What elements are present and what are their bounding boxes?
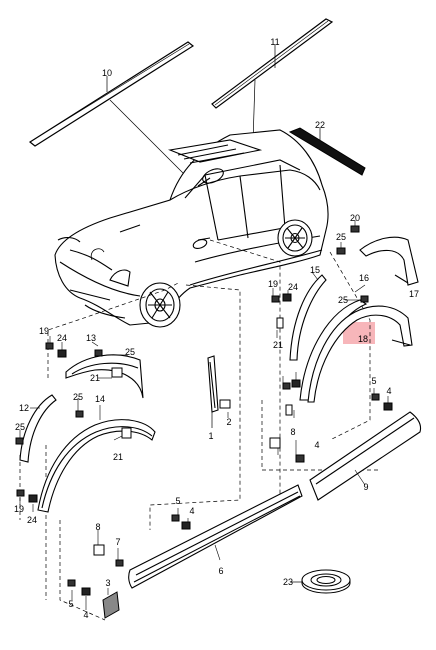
callout-8a: 8 — [290, 427, 296, 437]
roof-strip-11 — [211, 18, 334, 109]
assembly-boxes — [19, 239, 380, 621]
callout-4a: 4 — [386, 386, 392, 396]
callout-17: 17 — [408, 289, 420, 299]
callout-16: 16 — [358, 273, 370, 283]
callout-5b: 5 — [175, 496, 181, 506]
clip-3 — [102, 591, 120, 619]
callout-13: 13 — [85, 333, 97, 343]
roof-strip-10 — [28, 41, 195, 147]
callout-3: 3 — [105, 578, 111, 588]
highlight-part-18 — [343, 322, 375, 344]
rear-strip-22 — [288, 127, 366, 176]
tape-roll-23 — [301, 569, 351, 594]
callout-10: 10 — [101, 68, 113, 78]
front-wheel — [139, 282, 181, 328]
car-body — [54, 129, 329, 326]
callout-22: 22 — [314, 120, 326, 130]
callout-8b: 8 — [95, 522, 101, 532]
callout-1: 1 — [208, 431, 214, 441]
callout-25c: 25 — [124, 347, 136, 357]
callout-25a: 25 — [335, 232, 347, 242]
callout-21a: 21 — [272, 340, 284, 350]
arch-18 — [307, 305, 413, 403]
arch-12 — [19, 394, 57, 463]
strip-15 — [289, 274, 327, 361]
callout-19b: 19 — [38, 326, 50, 336]
callout-2: 2 — [226, 417, 232, 427]
small-hardware — [15, 225, 393, 596]
arch-17 — [359, 236, 419, 286]
callout-6: 6 — [218, 566, 224, 576]
callout-4b: 4 — [314, 440, 320, 450]
callout-19c: 19 — [13, 504, 25, 514]
callout-25b: 25 — [337, 295, 349, 305]
rear-wheel — [277, 219, 313, 257]
callout-4c: 4 — [189, 506, 195, 516]
callout-21c: 21 — [112, 452, 124, 462]
callout-11: 11 — [270, 37, 280, 47]
rocker-9 — [309, 411, 422, 501]
callout-24b: 24 — [56, 333, 68, 343]
leader-lines — [19, 220, 389, 610]
callout-9: 9 — [363, 482, 369, 492]
callout-18: 18 — [357, 334, 369, 344]
callout-20: 20 — [349, 213, 361, 223]
arch-14 — [37, 419, 156, 513]
callout-23: 23 — [282, 577, 294, 587]
callout-5a: 5 — [371, 376, 377, 386]
callout-24c: 24 — [26, 515, 38, 525]
callout-25e: 25 — [14, 422, 26, 432]
callout-7: 7 — [115, 537, 121, 547]
callout-5c: 5 — [68, 599, 74, 609]
rocker-6 — [128, 484, 303, 589]
callout-4d: 4 — [83, 610, 89, 620]
strip-1 — [207, 355, 219, 413]
callout-25d: 25 — [72, 392, 84, 402]
callout-24a: 24 — [287, 282, 299, 292]
callout-21b: 21 — [89, 373, 101, 383]
callout-15: 15 — [309, 265, 321, 275]
callout-14: 14 — [94, 394, 106, 404]
callout-19a: 19 — [267, 279, 279, 289]
callout-12: 12 — [18, 403, 30, 413]
